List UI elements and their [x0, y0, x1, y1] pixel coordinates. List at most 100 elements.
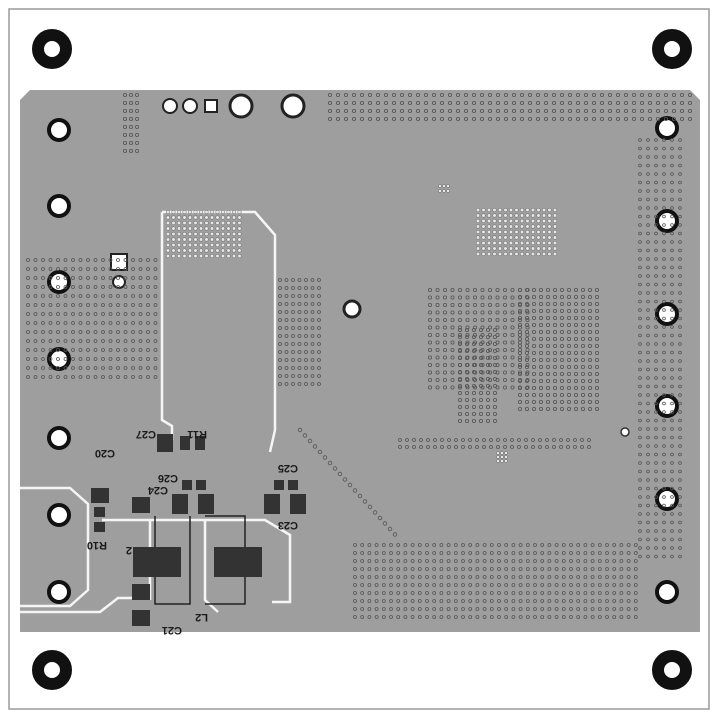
via — [595, 287, 600, 292]
via — [468, 575, 473, 579]
via — [353, 567, 357, 571]
via — [478, 376, 483, 381]
via — [41, 339, 45, 343]
via — [128, 109, 133, 114]
via — [567, 350, 572, 355]
via — [427, 340, 432, 345]
via — [304, 350, 308, 354]
via — [654, 146, 658, 151]
via — [576, 615, 581, 619]
via — [576, 567, 581, 571]
via — [533, 591, 537, 595]
via — [405, 438, 409, 442]
via — [678, 503, 682, 508]
via — [33, 276, 38, 280]
via — [138, 357, 143, 361]
via — [284, 374, 289, 378]
via — [662, 367, 666, 372]
via — [432, 551, 437, 555]
via — [662, 155, 666, 159]
via — [508, 229, 514, 235]
via — [41, 321, 45, 325]
via — [504, 459, 508, 463]
via — [231, 237, 237, 242]
via — [496, 459, 500, 463]
via — [654, 265, 658, 270]
via — [101, 366, 105, 370]
via — [410, 607, 415, 611]
via — [539, 392, 544, 397]
via — [508, 213, 514, 218]
via — [427, 347, 432, 352]
via — [101, 348, 105, 352]
via — [297, 342, 302, 346]
via — [525, 591, 530, 595]
via — [297, 294, 302, 298]
via — [626, 559, 631, 563]
via — [640, 93, 645, 98]
via — [678, 316, 682, 321]
via — [638, 401, 642, 406]
via — [93, 339, 98, 343]
via — [41, 330, 45, 334]
via — [560, 301, 565, 306]
via — [539, 399, 544, 404]
via — [560, 93, 565, 98]
via — [547, 591, 552, 595]
via — [662, 350, 666, 355]
via — [552, 117, 557, 122]
via — [392, 532, 398, 537]
via — [532, 308, 537, 313]
via — [662, 189, 666, 193]
via — [544, 117, 549, 122]
via — [616, 109, 621, 114]
via — [463, 101, 468, 106]
via — [48, 258, 53, 262]
via — [500, 451, 504, 455]
via — [546, 301, 551, 306]
via — [608, 93, 613, 98]
via — [182, 237, 187, 242]
via — [560, 308, 565, 313]
via — [485, 369, 490, 374]
via — [495, 310, 500, 315]
via — [56, 267, 60, 271]
via — [595, 294, 600, 299]
via — [387, 526, 393, 532]
via — [633, 575, 638, 579]
via — [138, 312, 143, 316]
via — [284, 286, 289, 290]
via — [567, 329, 572, 334]
via — [226, 253, 231, 259]
via — [153, 294, 158, 298]
via — [595, 308, 600, 313]
via — [619, 567, 624, 571]
via — [574, 406, 579, 411]
via — [495, 325, 500, 330]
via — [536, 224, 541, 229]
via — [619, 599, 624, 603]
via — [525, 385, 530, 390]
via — [278, 302, 282, 306]
via — [146, 330, 150, 334]
via — [375, 101, 380, 106]
via — [554, 543, 559, 547]
via — [204, 248, 209, 253]
via — [678, 155, 682, 159]
via — [486, 224, 492, 229]
via — [646, 512, 650, 516]
via — [146, 348, 150, 352]
via — [63, 267, 68, 271]
via — [134, 101, 139, 106]
via — [198, 248, 204, 253]
via — [646, 223, 650, 227]
via — [561, 567, 566, 571]
via — [383, 93, 388, 98]
via — [389, 559, 393, 563]
via — [567, 343, 572, 348]
via — [670, 537, 674, 542]
via — [93, 348, 98, 352]
via — [553, 322, 558, 327]
via — [525, 213, 530, 218]
via — [503, 109, 508, 114]
